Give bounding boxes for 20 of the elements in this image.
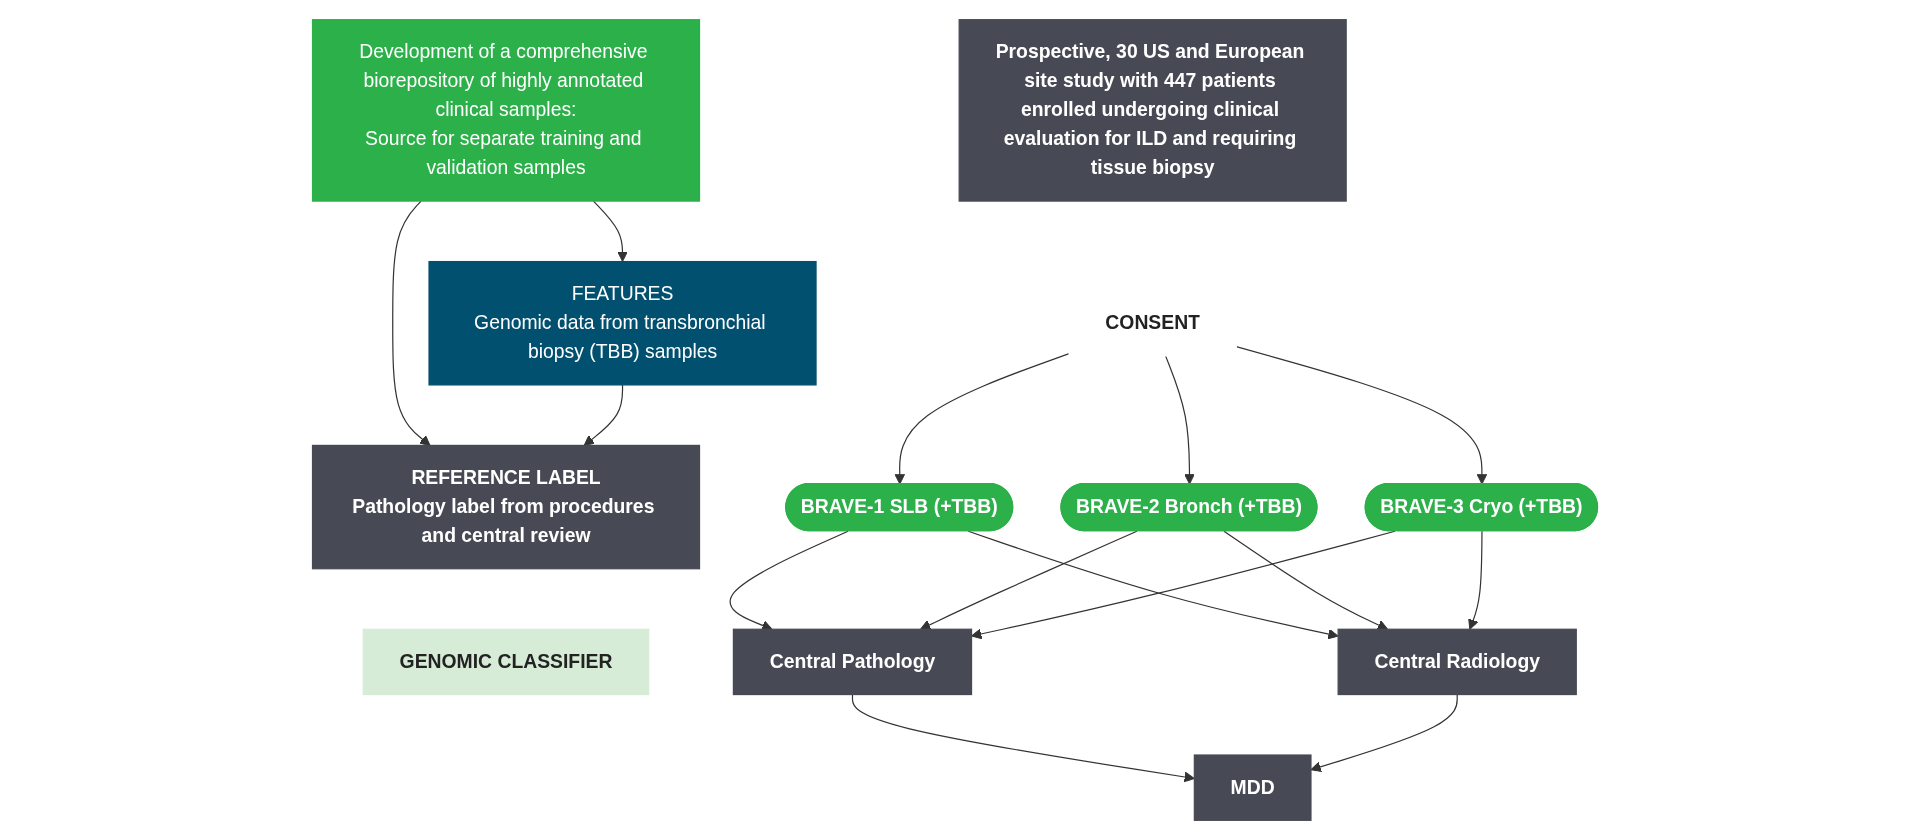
node-box: Central Pathology [732,628,973,696]
arrow [392,200,431,446]
arrow [1468,530,1483,630]
arrow [729,530,849,631]
arrow [1223,530,1389,630]
arrow [1164,355,1195,485]
node-text: CONSENT [1105,312,1200,333]
node-box: Prospective, 30 US and European site study with 447 patients enrolled undergoing clinical evaluation for ILD and requiring tissue biopsy [958,19,1347,202]
arrow [583,384,624,446]
arrow [851,693,1195,783]
node-box: REFERENCE LABEL Pathology label from procedures and central review [311,444,701,570]
node-box: FEATURES Genomic data from transbronchial biopsy (TBB) samples [428,260,817,386]
arrow [920,530,1138,630]
node-box: Development of a comprehensive biorepository of highly annotated clinical samples: Source for separate training and validation samples [311,19,701,202]
node-box: GENOMIC CLASSIFIER [362,628,650,696]
node-box: Central Radiology [1337,628,1577,696]
node-box: MDD [1193,754,1312,821]
arrow [1310,693,1458,772]
arrow [894,352,1070,485]
arrow [592,200,628,263]
